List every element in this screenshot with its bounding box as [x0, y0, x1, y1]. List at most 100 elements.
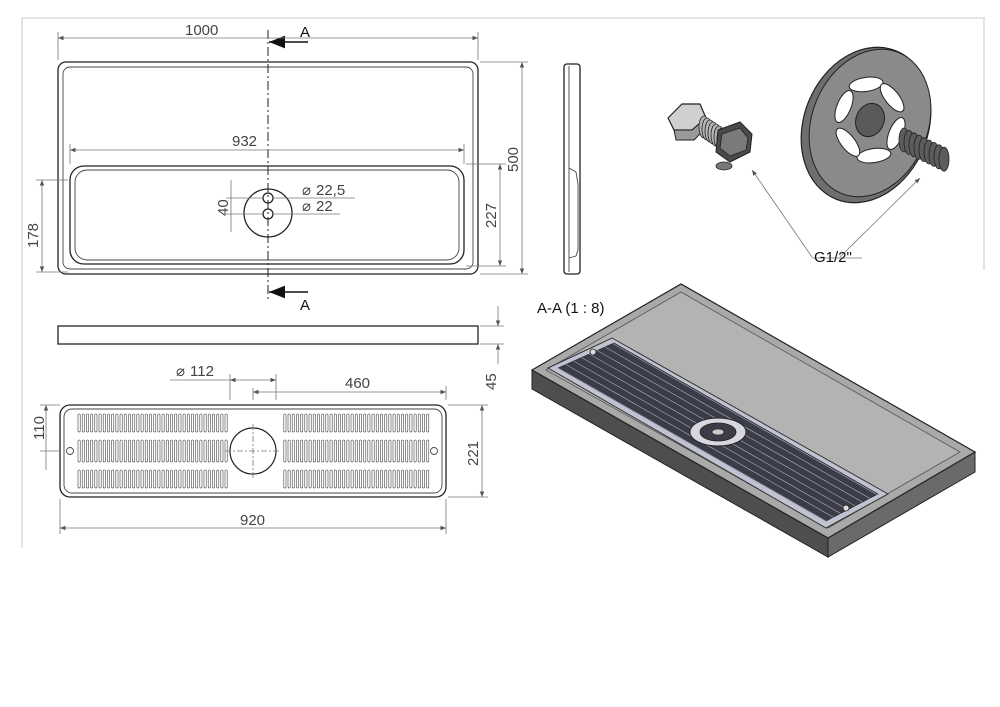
- grate-slot: [111, 439, 115, 463]
- grate-slot: [207, 469, 211, 489]
- grate-slot: [291, 469, 295, 489]
- grate-slot: [107, 413, 110, 433]
- grate-slot: [136, 469, 140, 489]
- grate-slot: [388, 439, 392, 463]
- section-view: A-A (1 : 8): [530, 283, 977, 558]
- grate-slot: [186, 413, 190, 433]
- wheel-slot: [879, 83, 905, 113]
- grate-slot: [140, 439, 144, 463]
- grate-slot: [304, 413, 308, 433]
- grate-slot: [363, 413, 367, 433]
- grate-slot: [191, 413, 194, 433]
- grate-slot: [98, 413, 102, 433]
- recess-outline: [69, 165, 465, 265]
- grate-slot: [325, 439, 329, 463]
- grate-slot: [153, 439, 157, 463]
- grate-slot: [296, 413, 299, 433]
- grate-slot: [212, 413, 215, 433]
- grate-slot: [161, 469, 165, 489]
- grate-view: ⌀ 112 460 110 221 920: [31, 363, 488, 534]
- grate-slot: [195, 439, 199, 463]
- grate-slot: [300, 469, 304, 489]
- grate-slot: [329, 439, 333, 463]
- grate-slot: [325, 469, 329, 489]
- grate-slot: [296, 469, 299, 489]
- grate-slot: [367, 413, 371, 433]
- grate-slot: [304, 469, 308, 489]
- grate-slot: [77, 439, 81, 463]
- grate-slot: [178, 439, 182, 463]
- grate-slot: [157, 439, 161, 463]
- grate-screw-right: [430, 447, 438, 455]
- grate-slot: [422, 469, 425, 489]
- grate-slot: [123, 469, 127, 489]
- grate-slot: [396, 413, 400, 433]
- grate-slot: [287, 413, 291, 433]
- grate-slot: [77, 413, 81, 433]
- grate-slot: [98, 439, 102, 463]
- grate-slot: [359, 413, 362, 433]
- sheet-frame: [21, 17, 985, 548]
- grate-slot: [128, 469, 131, 489]
- grate-slot: [392, 439, 396, 463]
- side-profile-view: [563, 63, 581, 275]
- grate-slot: [329, 413, 333, 433]
- dim-overall-width: 500: [505, 147, 522, 172]
- grate-slot: [81, 439, 85, 463]
- grate-slot: [182, 469, 186, 489]
- grate-slot: [81, 413, 85, 433]
- grate-slot: [321, 469, 325, 489]
- grate-slot: [203, 439, 207, 463]
- grate-slot: [102, 439, 106, 463]
- dia-symbol-a: ⌀: [302, 182, 311, 199]
- grate-slot: [174, 413, 178, 433]
- grate-slot: [94, 413, 98, 433]
- grate-slot: [170, 469, 173, 489]
- grate-slot: [392, 413, 396, 433]
- grate-slot: [338, 413, 341, 433]
- front-view: 45: [57, 306, 504, 390]
- dim-overall-length: 1000: [185, 22, 218, 39]
- grate-slot: [170, 413, 173, 433]
- grate-slot: [317, 413, 320, 433]
- grate-slot: [199, 439, 203, 463]
- top-view: A A 1000 932 500 227 178 40: [25, 22, 528, 314]
- grate-slot: [123, 413, 127, 433]
- wheel-slot: [856, 147, 892, 164]
- grate-slot: [94, 469, 98, 489]
- grate-slot: [392, 469, 396, 489]
- grate-slot: [287, 469, 291, 489]
- dim-recess-depth: 178: [25, 223, 42, 248]
- grate-slot: [123, 439, 127, 463]
- grate-slot: [380, 413, 383, 433]
- grate-slot: [342, 469, 346, 489]
- grate-slot: [388, 469, 392, 489]
- grate-slot: [371, 469, 375, 489]
- grate-slot: [417, 413, 421, 433]
- grate-slot: [312, 469, 316, 489]
- grate-slot: [300, 413, 304, 433]
- wheel-slot: [848, 76, 884, 93]
- grate-slot: [325, 413, 329, 433]
- grate-slot: [132, 469, 136, 489]
- dim-thickness: 45: [483, 373, 500, 390]
- grate-slot: [94, 439, 98, 463]
- grate-slot: [342, 413, 346, 433]
- grate-slot: [384, 413, 388, 433]
- grate-slot: [380, 469, 383, 489]
- grate-slot: [375, 439, 379, 463]
- grate-slot: [283, 469, 287, 489]
- grate-slot: [199, 469, 203, 489]
- grate-slot: [380, 439, 383, 463]
- grate-slot: [161, 439, 165, 463]
- dim-hole-offset: 40: [215, 199, 232, 216]
- grate-slot: [401, 439, 404, 463]
- grate-slot: [149, 469, 152, 489]
- grate-slot: [371, 413, 375, 433]
- grate-slot: [165, 413, 169, 433]
- grate-slot: [333, 413, 337, 433]
- grate-slot: [291, 439, 295, 463]
- grate-slot: [220, 413, 224, 433]
- grate-slot: [174, 469, 178, 489]
- dim-grate-length: 920: [240, 512, 265, 529]
